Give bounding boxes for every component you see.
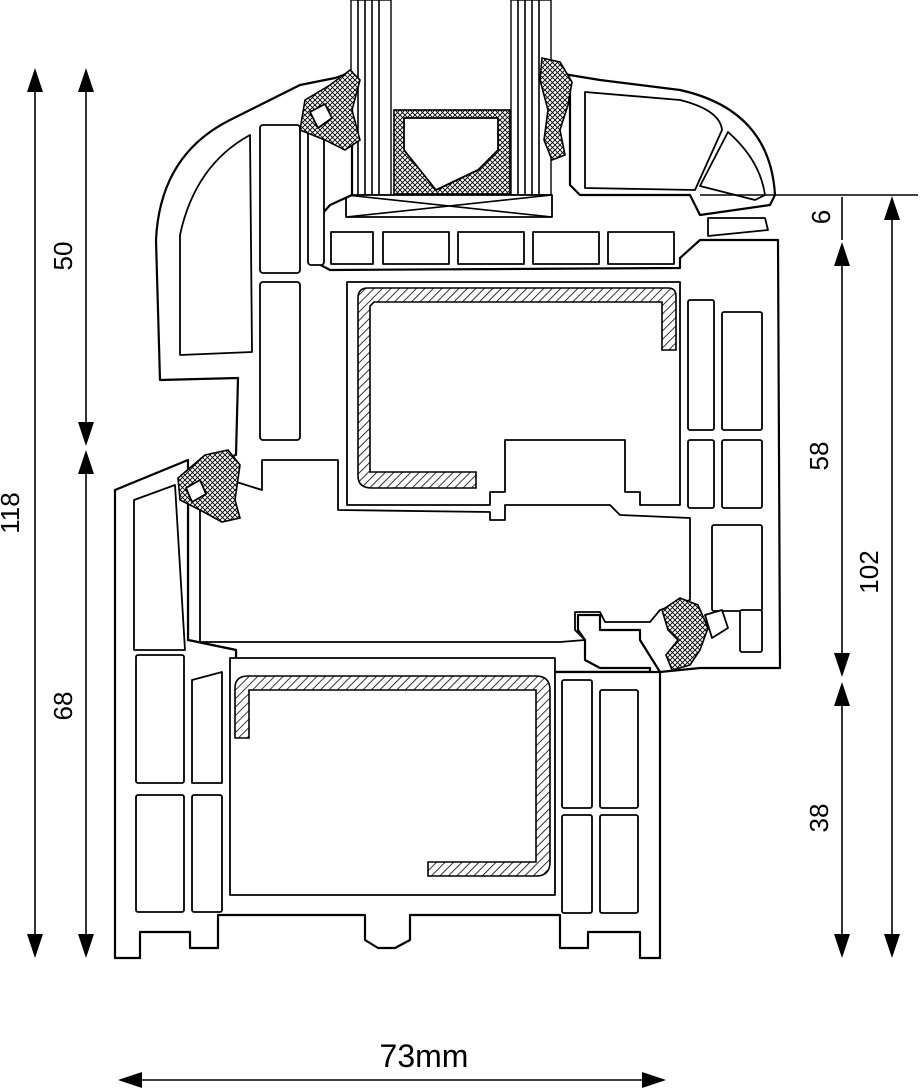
dimension-label-50: 50 [48,242,78,271]
steel-reinforcement-frame [234,675,551,877]
dimension-sash-height: 58 [804,242,850,677]
dimension-total-height: 118 [0,68,43,958]
frame-profile [113,458,662,960]
gasket-sash-top-right [539,57,573,162]
gasket-center [661,597,729,671]
dimension-frame-height: 38 [804,682,850,958]
glass-unit [345,0,553,218]
dimension-glazing-depth: 102 [854,196,900,958]
sash-profile [154,70,782,674]
dimension-label-73mm: 73mm [380,1038,469,1074]
dimension-label-102: 102 [854,550,884,593]
dimension-sash-top: 50 [48,68,94,446]
gasket-sash-top-left [299,68,361,151]
gasket-frame-left [177,449,241,523]
dimension-label-58: 58 [804,442,834,471]
dimension-label-38: 38 [804,804,834,833]
dimension-label-68: 68 [48,692,78,721]
steel-reinforcement-sash [357,287,677,489]
dimension-width: 73mm [118,1038,666,1088]
dimension-label-118: 118 [0,492,25,533]
dimension-frame-lower: 68 [48,450,94,958]
dimension-label-6: 6 [806,210,836,224]
